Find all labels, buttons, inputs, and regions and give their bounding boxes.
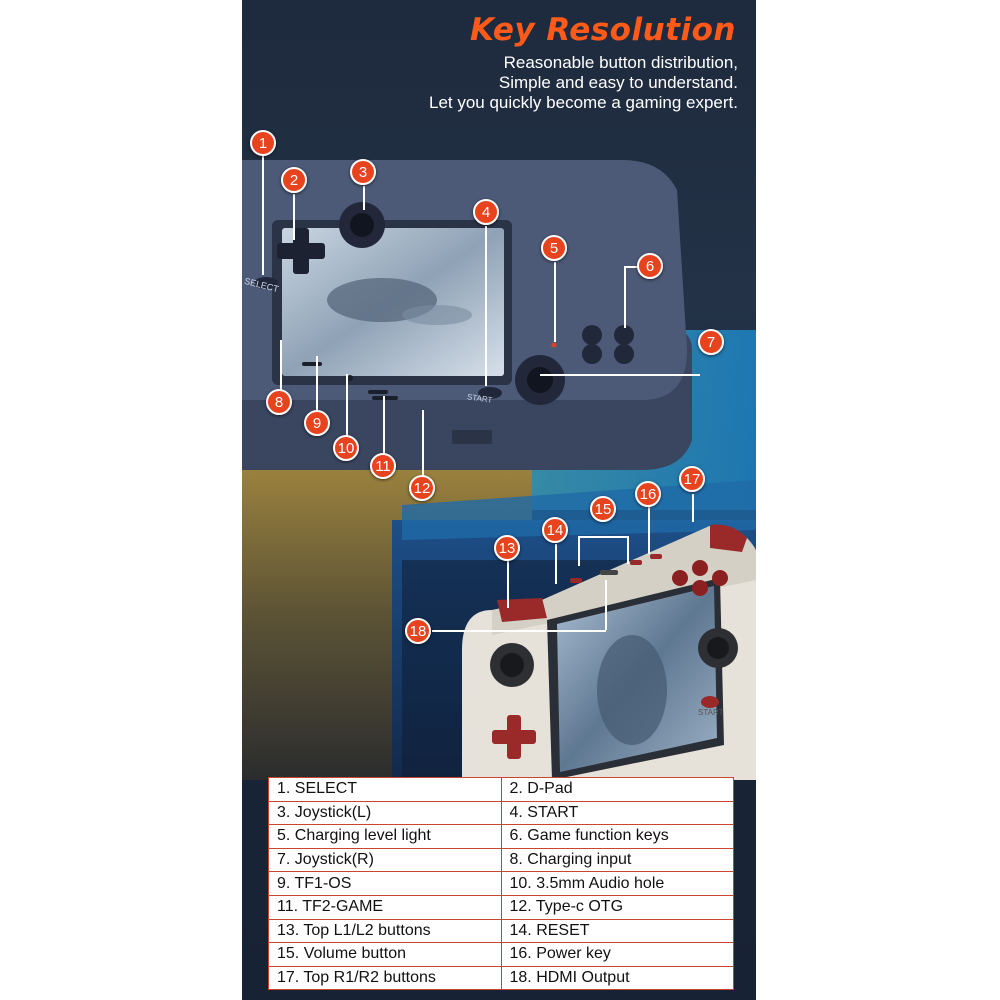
leader-line-2 [293, 194, 295, 240]
marker-1: 1 [250, 130, 276, 156]
legend-row: 7. Joystick(R)8. Charging input [268, 847, 734, 873]
legend-cell: 4. START [500, 800, 734, 826]
legend-cell: 7. Joystick(R) [268, 847, 502, 873]
page-title: Key Resolution [470, 12, 736, 48]
leader-line-9 [316, 356, 318, 412]
leader-line-15a [578, 536, 628, 538]
device-bottom-view [462, 524, 756, 780]
tagline-line-3: Let you quickly become a gaming expert. [428, 93, 738, 112]
start-label-bottom: START [698, 708, 724, 717]
marker-2: 2 [281, 167, 307, 193]
leader-line-6a [624, 266, 648, 268]
marker-6: 6 [637, 253, 663, 279]
leader-line-11 [383, 396, 385, 454]
marker-8: 8 [266, 389, 292, 415]
leader-line-1 [262, 155, 264, 275]
legend-cell: 2. D-Pad [500, 777, 734, 802]
legend-cell: 9. TF1-OS [268, 871, 502, 896]
marker-17: 17 [679, 466, 705, 492]
product-panel: SELECT START START Key Resolution Reason… [242, 0, 756, 1000]
marker-9: 9 [304, 410, 330, 436]
legend-cell: 16. Power key [500, 942, 734, 967]
leader-line-14 [555, 544, 557, 584]
leader-line-7 [540, 374, 700, 376]
legend-cell: 3. Joystick(L) [268, 800, 502, 826]
leader-line-8 [280, 340, 282, 390]
leader-line-6b [624, 266, 626, 328]
marker-15: 15 [590, 496, 616, 522]
leader-line-18b [605, 580, 607, 630]
legend-cell: 14. RESET [500, 918, 734, 944]
legend-cell: 1. SELECT [268, 777, 502, 802]
marker-18: 18 [405, 618, 431, 644]
legend-cell: 15. Volume button [268, 942, 502, 967]
device-top-view [242, 160, 692, 470]
leader-line-12 [422, 410, 424, 476]
marker-7: 7 [698, 329, 724, 355]
legend-cell: 18. HDMI Output [500, 965, 734, 991]
leader-line-4 [485, 226, 487, 386]
tagline-line-2: Simple and easy to understand. [498, 73, 738, 92]
legend-cell: 11. TF2-GAME [268, 894, 502, 920]
leader-line-3 [363, 186, 365, 210]
legend-cell: 8. Charging input [500, 847, 734, 873]
marker-4: 4 [473, 199, 499, 225]
leader-line-15c [627, 536, 629, 564]
legend-cell: 10. 3.5mm Audio hole [500, 871, 734, 896]
leader-line-10 [346, 374, 348, 436]
marker-16: 16 [635, 481, 661, 507]
marker-14: 14 [542, 517, 568, 543]
leader-line-15b [578, 536, 580, 566]
leader-line-13 [507, 560, 509, 608]
marker-3: 3 [350, 159, 376, 185]
marker-12: 12 [409, 475, 435, 501]
legend-row: 3. Joystick(L)4. START [268, 800, 734, 826]
tagline-line-1: Reasonable button distribution, [503, 53, 738, 72]
legend-cell: 13. Top L1/L2 buttons [268, 918, 502, 944]
marker-11: 11 [370, 453, 396, 479]
legend-cell: 17. Top R1/R2 buttons [268, 965, 502, 991]
marker-13: 13 [494, 535, 520, 561]
leader-line-5 [554, 262, 556, 342]
leader-line-17 [692, 494, 694, 522]
legend-cell: 12. Type-c OTG [500, 894, 734, 920]
marker-5: 5 [541, 235, 567, 261]
leader-line-16 [648, 506, 650, 554]
legend-cell: 6. Game function keys [500, 824, 734, 849]
legend-cell: 5. Charging level light [268, 824, 502, 849]
leader-line-18a [432, 630, 606, 632]
marker-10: 10 [333, 435, 359, 461]
